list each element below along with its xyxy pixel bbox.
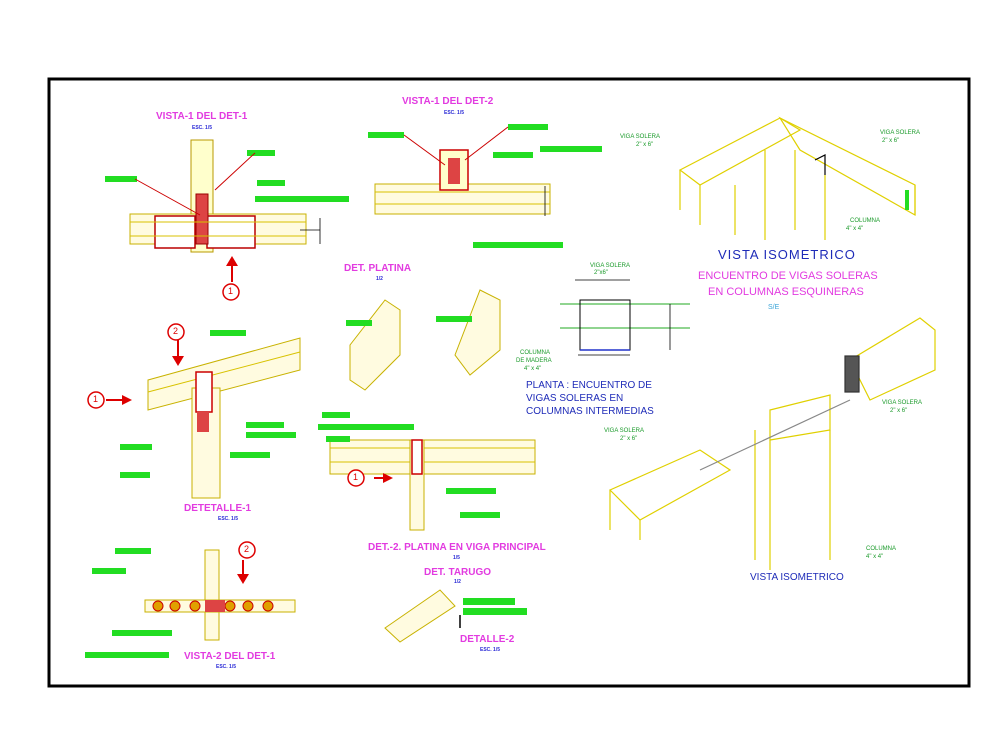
- label-columna-corner: COLUMNA: [850, 218, 881, 224]
- label-viga-solera-plan-dim: 2"x6": [594, 270, 608, 276]
- title-det-platina: DET. PLATINA: [344, 263, 412, 274]
- marker-2-detalle1: 2: [173, 326, 179, 336]
- title-vista-isometrico-intermedia: VISTA ISOMETRICO: [750, 572, 844, 583]
- scale-vista1-det2: ESC. 1/5: [444, 110, 465, 116]
- label-dim-2x6-right: 2" x 6": [882, 138, 900, 144]
- vista1-det1-drawing: [105, 139, 349, 301]
- det-platina-drawing: [322, 289, 501, 418]
- scale-detalle2: ESC. 1/5: [480, 647, 501, 653]
- label-viga-solera-left: VIGA SOLERA: [620, 134, 661, 140]
- label-dim-2x6-intermediate-right: 2" x 6": [890, 408, 908, 414]
- marker-1-vista1: 1: [228, 286, 234, 296]
- iso-corner-drawing: [678, 116, 916, 240]
- title-vista2-det1: VISTA-2 DEL DET-1: [184, 651, 276, 662]
- det-tarugo-drawing: [384, 589, 527, 643]
- label-viga-solera-right: VIGA SOLERA: [880, 130, 921, 136]
- label-dim-4x4-intermediate: 4" x 4": [866, 554, 884, 560]
- scale-det-tarugo: 1/2: [454, 579, 461, 585]
- label-dim-2x6-intermediate: 2" x 6": [620, 436, 638, 442]
- label-viga-solera-plan: VIGA SOLERA: [590, 263, 631, 269]
- label-viga-solera-intermediate: VIGA SOLERA: [604, 428, 645, 434]
- label-de-madera-plan: DE MADERA: [516, 358, 552, 364]
- planta-title-line2: VIGAS SOLERAS EN: [526, 393, 624, 404]
- iso-intermediate-drawing: [608, 317, 936, 570]
- scale-vista2-det1: ESC. 1/5: [216, 664, 237, 670]
- subtitle-encuentro-line2: EN COLUMNAS ESQUINERAS: [708, 286, 864, 298]
- marker-1-detalle1: 1: [93, 394, 99, 404]
- vista1-det2-drawing: [368, 124, 602, 248]
- label-dim-4x4-plan: 4" x 4": [524, 366, 542, 372]
- subtitle-encuentro-line1: ENCUENTRO DE VIGAS SOLERAS: [698, 270, 878, 282]
- scale-det2-platina: 1/5: [453, 555, 460, 561]
- title-detalle2: DETALLE-2: [460, 634, 515, 645]
- vista2-det1-drawing: [85, 541, 296, 658]
- title-det-tarugo: DET. TARUGO: [424, 567, 492, 578]
- planta-title-line3: COLUMNAS INTERMEDIAS: [526, 406, 654, 417]
- scale-vista1-det1: ESC. 1/5: [192, 125, 213, 131]
- marker-2-vista2: 2: [244, 544, 250, 554]
- planta-title-line1: PLANTA : ENCUENTRO DE: [526, 380, 652, 391]
- title-detalle1: DETETALLE-1: [184, 503, 252, 514]
- label-columna-plan: COLUMNA: [520, 350, 551, 356]
- label-columna-intermediate: COLUMNA: [866, 546, 897, 552]
- detalle1-drawing: [87, 323, 301, 499]
- scale-det-platina: 1/2: [376, 276, 383, 282]
- label-dim-2x6-left: 2" x 6": [636, 142, 654, 148]
- green-tag: [905, 190, 909, 210]
- planta-drawing: [560, 279, 690, 356]
- scale-detalle1: ESC. 1/5: [218, 516, 239, 522]
- drawing-frame: [47, 77, 971, 688]
- title-vista1-det1: VISTA-1 DEL DET-1: [156, 111, 248, 122]
- title-vista1-det2: VISTA-1 DEL DET-2: [402, 96, 494, 107]
- title-vista-isometrico-corner: VISTA ISOMETRICO: [718, 247, 856, 262]
- det2-platina-drawing: [318, 424, 536, 531]
- title-det2-platina: DET.-2. PLATINA EN VIGA PRINCIPAL: [368, 542, 546, 553]
- label-dim-4x4-corner: 4" x 4": [846, 226, 864, 232]
- label-viga-solera-intermediate-right: VIGA SOLERA: [882, 400, 923, 406]
- marker-1-det2: 1: [353, 472, 359, 482]
- scale-encuentro: S/E: [768, 304, 780, 311]
